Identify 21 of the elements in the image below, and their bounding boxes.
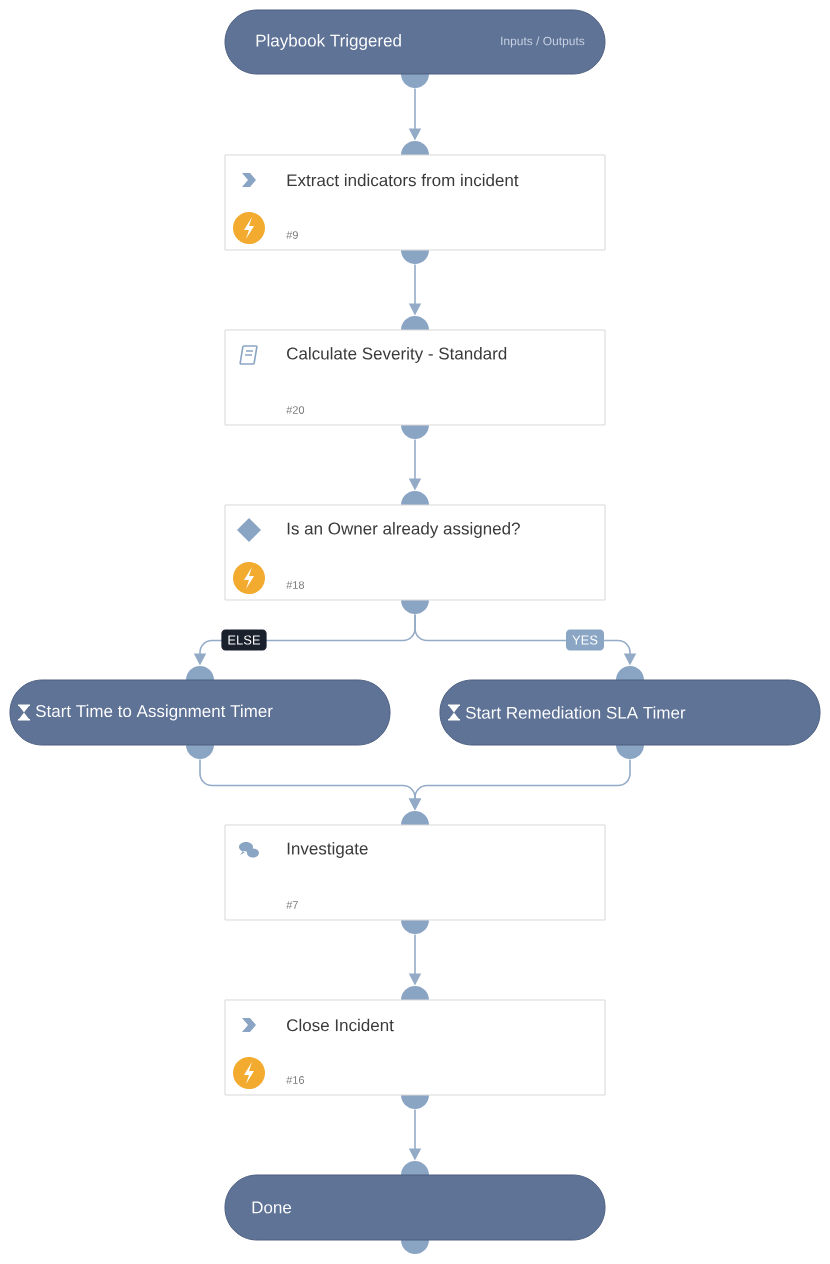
task-card: Extract indicators from incident #9 [224,154,606,251]
task-card: Investigate #7 [224,824,606,921]
node-label: #16 [286,1076,305,1084]
task-card: Close Incident #16 [224,999,606,1096]
timer-node: Start Time to Assignment Timer [9,679,391,746]
task-card: Is an Owner already assigned? #18 [224,504,606,601]
node-label: Investigate [287,842,368,858]
node-label: #20 [286,406,305,414]
node-label: #18 [286,581,305,589]
timer-node: Start Remediation SLA Timer [439,679,821,746]
task-card: Calculate Severity - Standard #20 [224,329,606,426]
node-label: #7 [286,901,298,909]
node-label: Is an Owner already assigned? [287,522,520,538]
node-label: #9 [286,231,298,239]
edge-label: YES [566,629,604,651]
node-label: Close Incident [287,1018,394,1032]
edge-label: ELSE [221,629,267,651]
node-label: Extract indicators from incident [287,173,519,187]
start-node: Playbook Triggered Inputs / Outputs [224,9,606,75]
end-node: Done [224,1174,606,1241]
node-label: Calculate Severity - Standard [287,347,507,363]
